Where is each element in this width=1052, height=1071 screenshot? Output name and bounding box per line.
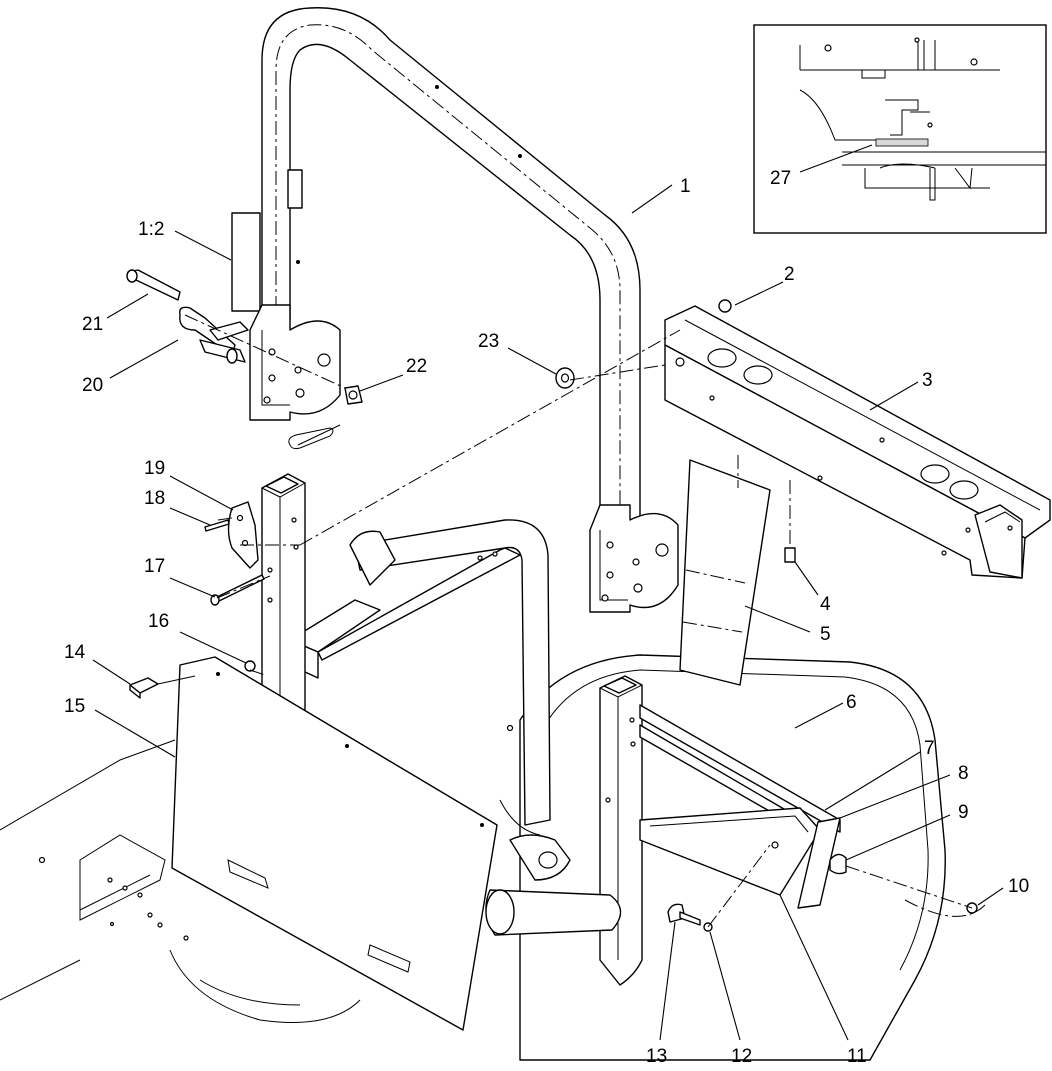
warning-decal xyxy=(231,212,261,312)
hair-pin-clip xyxy=(288,424,341,450)
flange-nut xyxy=(244,660,256,672)
callout-2: 2 xyxy=(784,264,795,285)
battery-tray xyxy=(639,704,847,909)
lower-rollbar-frame xyxy=(289,519,551,836)
cover-plate xyxy=(679,459,771,686)
callout-8: 8 xyxy=(958,763,969,784)
callout-11: 11 xyxy=(847,1046,867,1067)
right-upright-post xyxy=(599,675,643,986)
assembly-centerlines xyxy=(184,314,973,928)
left-pivot-bracket xyxy=(249,304,341,421)
callout-9: 9 xyxy=(958,802,969,823)
upper-rollbar xyxy=(261,7,641,531)
callout-6: 6 xyxy=(846,692,857,713)
hitch-pin xyxy=(179,306,249,364)
callout-5: 5 xyxy=(820,624,831,645)
leader-lines xyxy=(92,144,1004,1041)
bolt xyxy=(126,269,181,301)
callout-1-2: 1:2 xyxy=(138,219,164,240)
callout-4: 4 xyxy=(820,594,831,615)
callout-20: 20 xyxy=(82,375,103,396)
lower-cross-tube xyxy=(485,834,622,936)
long-bolt xyxy=(214,574,265,603)
callout-27: 27 xyxy=(770,168,791,189)
screw xyxy=(204,519,230,532)
latch-knob xyxy=(129,675,196,699)
latch-plate xyxy=(227,501,259,569)
callout-13: 13 xyxy=(646,1046,667,1067)
callout-10: 10 xyxy=(1008,876,1029,897)
callout-16: 16 xyxy=(148,611,169,632)
callout-7: 7 xyxy=(924,738,935,759)
rear-shield-panel xyxy=(171,656,498,1031)
callout-12: 12 xyxy=(731,1046,752,1067)
hex-screw xyxy=(784,547,796,563)
callout-23: 23 xyxy=(478,331,499,352)
right-pivot-bracket xyxy=(589,504,679,613)
callout-14: 14 xyxy=(64,642,86,663)
rear-cross-support xyxy=(664,305,1051,579)
callout-3: 3 xyxy=(922,370,933,391)
callout-labels: 1 1:2 2 3 4 5 6 7 8 9 10 11 12 13 14 15 … xyxy=(64,168,1029,1067)
callout-15: 15 xyxy=(64,696,85,717)
lock-nut xyxy=(344,385,363,405)
callout-19: 19 xyxy=(144,458,165,479)
callout-22: 22 xyxy=(406,356,427,377)
callout-17: 17 xyxy=(144,556,165,577)
callout-18: 18 xyxy=(144,488,165,509)
cap-nut xyxy=(718,299,732,313)
thumb-knob xyxy=(667,903,701,926)
callout-21: 21 xyxy=(82,314,103,335)
detail-inset xyxy=(753,24,1047,234)
callout-1: 1 xyxy=(680,176,691,197)
